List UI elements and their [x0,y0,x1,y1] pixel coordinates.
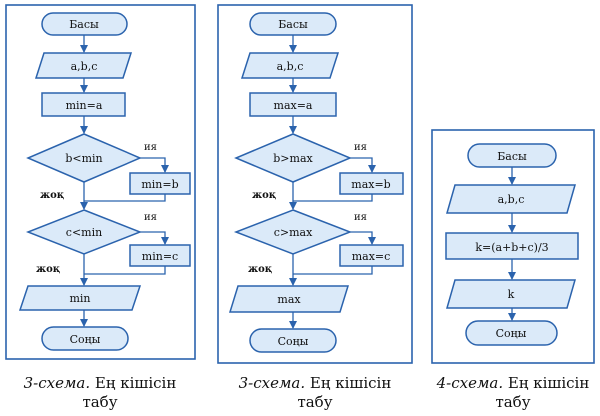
flowchart-min: Басы a,b,c min=a b<min ия min=b жоқ c<mi… [5,4,196,360]
caption-number: 3-схема. [238,374,306,392]
output-label: max [277,293,301,306]
caption-number: 3-схема. [23,374,91,392]
start-label: Басы [278,18,308,31]
no-label-1: жоқ [40,190,65,201]
no-label-2: жоқ [248,264,273,275]
compute-process [445,232,579,260]
input-label: a,b,c [277,60,304,73]
assign2-process [129,244,191,267]
yes-label-2: ия [354,212,367,223]
yes-label-1: ия [354,142,367,153]
end-label: Соңы [496,327,527,340]
caption-text: Ең кішісін [94,374,177,392]
yes-label-1: ия [144,142,157,153]
init-label: min=a [66,99,103,112]
input-parallelogram [446,184,576,214]
assign1-process [129,172,191,195]
end-terminal [41,326,129,351]
compute-label: k=(a+b+c)/3 [475,241,548,254]
assign2-label: min=c [142,250,178,263]
flowchart-average: Басы a,b,c k=(a+b+c)/3 k Соңы [431,129,595,364]
no-label-2: жоқ [36,264,61,275]
input-label: a,b,c [498,193,525,206]
end-terminal [465,320,558,346]
condition2-label: c>max [274,226,313,239]
output-parallelogram [446,279,576,309]
caption-2-line2: табу [297,393,333,411]
init-label: max=a [274,99,313,112]
assign1-label: max=b [351,178,390,191]
condition2-label: c<min [66,226,102,239]
caption-number: 4-схема. [436,374,504,392]
caption-1-line2: табу [82,393,118,411]
start-label: Басы [69,18,99,31]
input-parallelogram [34,52,133,79]
output-label: k [508,288,515,301]
caption-1: 3-схема. Ең кішісін [10,374,190,392]
input-parallelogram [240,52,340,79]
yes-label-2: ия [144,212,157,223]
caption-2: 3-схема. Ең кішісін [218,374,412,392]
output-parallelogram [18,285,142,311]
end-terminal [249,328,337,353]
output-label: min [69,292,90,305]
assign1-label: min=b [141,178,178,191]
caption-text: Ең кішісін [309,374,392,392]
end-label: Соңы [278,335,309,348]
caption-text: Ең кішісін [507,374,590,392]
flowchart-max: Басы a,b,c max=a b>max ия max=b жоқ c>ma… [217,4,413,364]
input-label: a,b,c [71,60,98,73]
no-label-1: жоқ [252,190,277,201]
start-label: Басы [497,150,527,163]
end-label: Соңы [70,333,101,346]
condition1-label: b<min [65,152,102,165]
caption-3-line2: табу [495,393,531,411]
condition1-label: b>max [273,152,313,165]
caption-3: 4-схема. Ең кішісін [428,374,598,392]
output-parallelogram [228,285,350,313]
assign2-label: max=c [352,250,391,263]
